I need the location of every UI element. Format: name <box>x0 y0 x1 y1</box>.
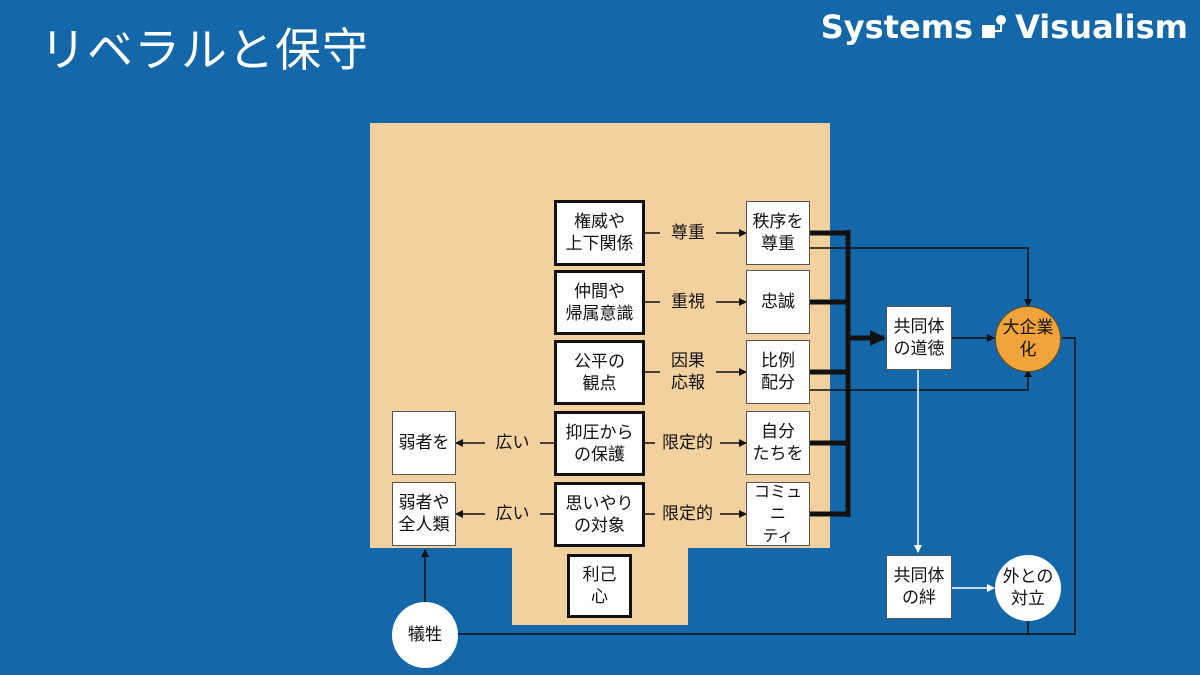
foundation-care-protection: 抑圧から の保護 <box>554 411 645 476</box>
relation-emphasis: 重視 <box>671 292 705 312</box>
weak-humanity-box: 弱者や 全人類 <box>392 482 456 546</box>
external-conflict-node: 外との 対立 <box>995 555 1061 621</box>
value-ourselves: 自分 たちを <box>746 411 810 475</box>
foundation-authority: 権威や 上下関係 <box>554 200 645 266</box>
bond-links <box>914 370 995 592</box>
foundation-fairness: 公平の 観点 <box>554 340 645 405</box>
self-interest-box: 利己 心 <box>567 554 632 618</box>
big-business-node: 大企業 化 <box>995 306 1061 372</box>
business-links <box>458 247 1076 635</box>
relation-limited-1: 限定的 <box>662 433 713 453</box>
label-wide-1: 広い <box>495 433 530 453</box>
page-title: リベラルと保守 <box>40 23 369 77</box>
community-morality-box: 共同体 の道徳 <box>886 306 952 370</box>
brand-name-right: Visualism <box>1015 8 1188 46</box>
systems-logo-icon <box>982 15 1007 38</box>
weak-box: 弱者を <box>392 411 456 475</box>
relation-karma: 因果 応報 <box>671 351 705 393</box>
value-proportional: 比例 配分 <box>746 340 810 404</box>
relation-respect: 尊重 <box>671 223 705 243</box>
foundation-care-target: 思いやり の対象 <box>554 482 645 547</box>
brand-name-left: Systems <box>820 8 974 46</box>
brand-logo: Systems Visualism <box>821 8 1188 46</box>
foundation-loyalty: 仲間や 帰属意識 <box>554 270 645 335</box>
morality-bus <box>810 230 886 517</box>
label-wide-2: 広い <box>495 504 530 524</box>
value-order: 秩序を 尊重 <box>746 201 810 265</box>
relation-limited-2: 限定的 <box>662 504 713 524</box>
value-loyalty: 忠誠 <box>746 270 810 334</box>
sacrifice-node: 犠牲 <box>392 602 458 668</box>
community-bond-box: 共同体 の絆 <box>886 555 952 619</box>
value-community: コミュニ ティ <box>746 482 810 546</box>
connector-lines <box>455 229 747 518</box>
